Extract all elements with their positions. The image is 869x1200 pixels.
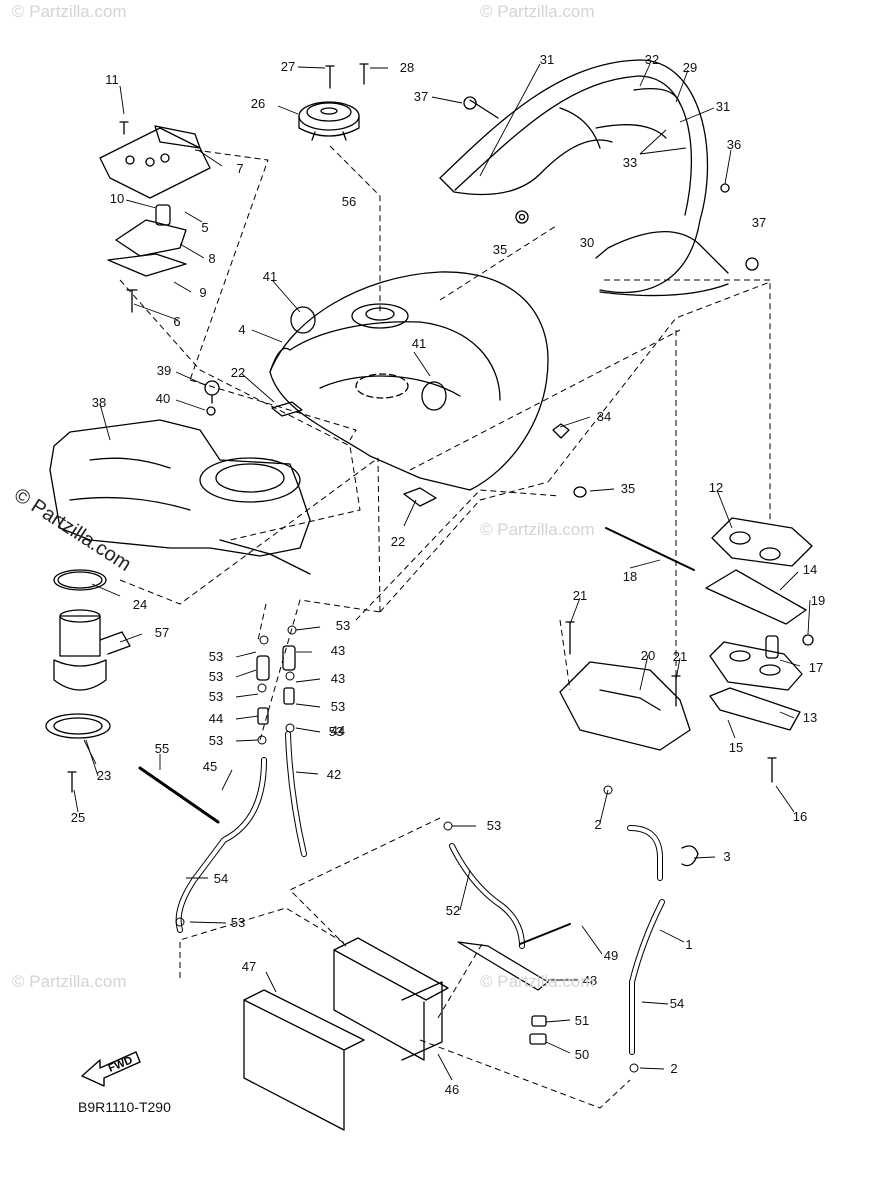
diagram-code: B9R1110-T290 — [78, 1099, 171, 1115]
fwd-label: FWD — [107, 1054, 135, 1075]
part-label: 18 — [622, 569, 638, 584]
part-label: 26 — [250, 96, 266, 111]
part-label: 33 — [622, 155, 638, 170]
part-label: 48 — [582, 973, 598, 988]
part-label: 29 — [682, 60, 698, 75]
part-label: 44 — [208, 711, 224, 726]
tank-cover-38 — [49, 419, 311, 575]
part-label: 15 — [728, 740, 744, 755]
part-label: 12 — [708, 480, 724, 495]
part-label: 5 — [201, 220, 209, 235]
part-label: 27 — [280, 59, 296, 74]
part-label: 2 — [594, 817, 602, 832]
seat-cowling — [439, 59, 729, 297]
part-label: 44 — [330, 723, 346, 738]
part-label: 24 — [132, 597, 148, 612]
part-label: 6 — [173, 314, 181, 329]
part-label: 37 — [751, 215, 767, 230]
part-label: 10 — [109, 191, 125, 206]
part-label: 2 — [670, 1061, 678, 1076]
fuel-tank-4 — [269, 271, 549, 491]
part-label: 43 — [330, 671, 346, 686]
part-label: 46 — [444, 1082, 460, 1097]
part-label: 53 — [486, 818, 502, 833]
part-label: 16 — [792, 809, 808, 824]
part-label: 34 — [596, 409, 612, 424]
part-label: 40 — [155, 391, 171, 406]
part-label: 11 — [105, 72, 119, 87]
part-label: 53 — [330, 699, 346, 714]
part-label: 35 — [492, 242, 508, 257]
part-label: 53 — [208, 669, 224, 684]
mount-brackets — [99, 121, 211, 313]
part-label: 17 — [808, 660, 824, 675]
part-label: 43 — [330, 643, 346, 658]
part-label: 45 — [202, 759, 218, 774]
part-label: 54 — [669, 996, 685, 1011]
part-label: 53 — [230, 915, 246, 930]
part-label: 52 — [445, 903, 461, 918]
part-label: 4 — [238, 322, 246, 337]
part-label: 35 — [620, 481, 636, 496]
part-label: 53 — [208, 649, 224, 664]
fwd-arrow-icon: FWD — [78, 1040, 158, 1090]
part-label: 38 — [91, 395, 107, 410]
part-label: 30 — [579, 235, 595, 250]
fuel-cap-26 — [298, 101, 360, 141]
part-label: 9 — [199, 285, 207, 300]
part-label: 50 — [574, 1047, 590, 1062]
part-label: 47 — [241, 959, 257, 974]
part-label: 8 — [208, 251, 216, 266]
part-label: 53 — [335, 618, 351, 633]
part-label: 28 — [399, 60, 415, 75]
watermark-text: © Partzilla.com — [12, 2, 127, 21]
part-label: 25 — [70, 810, 86, 825]
part-label: 23 — [96, 768, 112, 783]
part-label: 7 — [236, 161, 244, 176]
part-label: 55 — [154, 741, 170, 756]
part-label: 56 — [341, 194, 357, 209]
part-label: 3 — [723, 849, 731, 864]
part-label: 13 — [802, 710, 818, 725]
part-label: 49 — [603, 948, 619, 963]
part-label: 39 — [156, 363, 172, 378]
watermark-text: © Partzilla.com — [480, 972, 595, 991]
part-label: 21 — [572, 588, 588, 603]
part-label: 1 — [685, 937, 693, 952]
part-label: 22 — [230, 365, 246, 380]
part-label: 21 — [672, 649, 688, 664]
part-label: 32 — [644, 52, 660, 67]
canister — [243, 937, 449, 1131]
part-label: 22 — [390, 534, 406, 549]
watermark-text: © Partzilla.com — [480, 2, 595, 21]
watermark-text: © Partzilla.com — [12, 972, 127, 991]
part-label: 14 — [802, 562, 818, 577]
part-label: 41 — [262, 269, 278, 284]
part-label: 53 — [208, 689, 224, 704]
watermark-text: © Partzilla.com — [480, 520, 595, 539]
part-label: 54 — [213, 871, 229, 886]
fuel-pump-57 — [53, 609, 131, 691]
part-label: 41 — [411, 336, 427, 351]
part-label: 51 — [574, 1013, 590, 1028]
part-label: 37 — [413, 89, 429, 104]
part-label: 19 — [810, 593, 826, 608]
part-label: 31 — [715, 99, 731, 114]
part-label: 31 — [539, 52, 555, 67]
part-label: 36 — [726, 137, 742, 152]
part-label: 42 — [326, 767, 342, 782]
part-label: 57 — [154, 625, 170, 640]
part-label: 20 — [640, 648, 656, 663]
part-label: 53 — [328, 724, 344, 739]
part-label: 53 — [208, 733, 224, 748]
